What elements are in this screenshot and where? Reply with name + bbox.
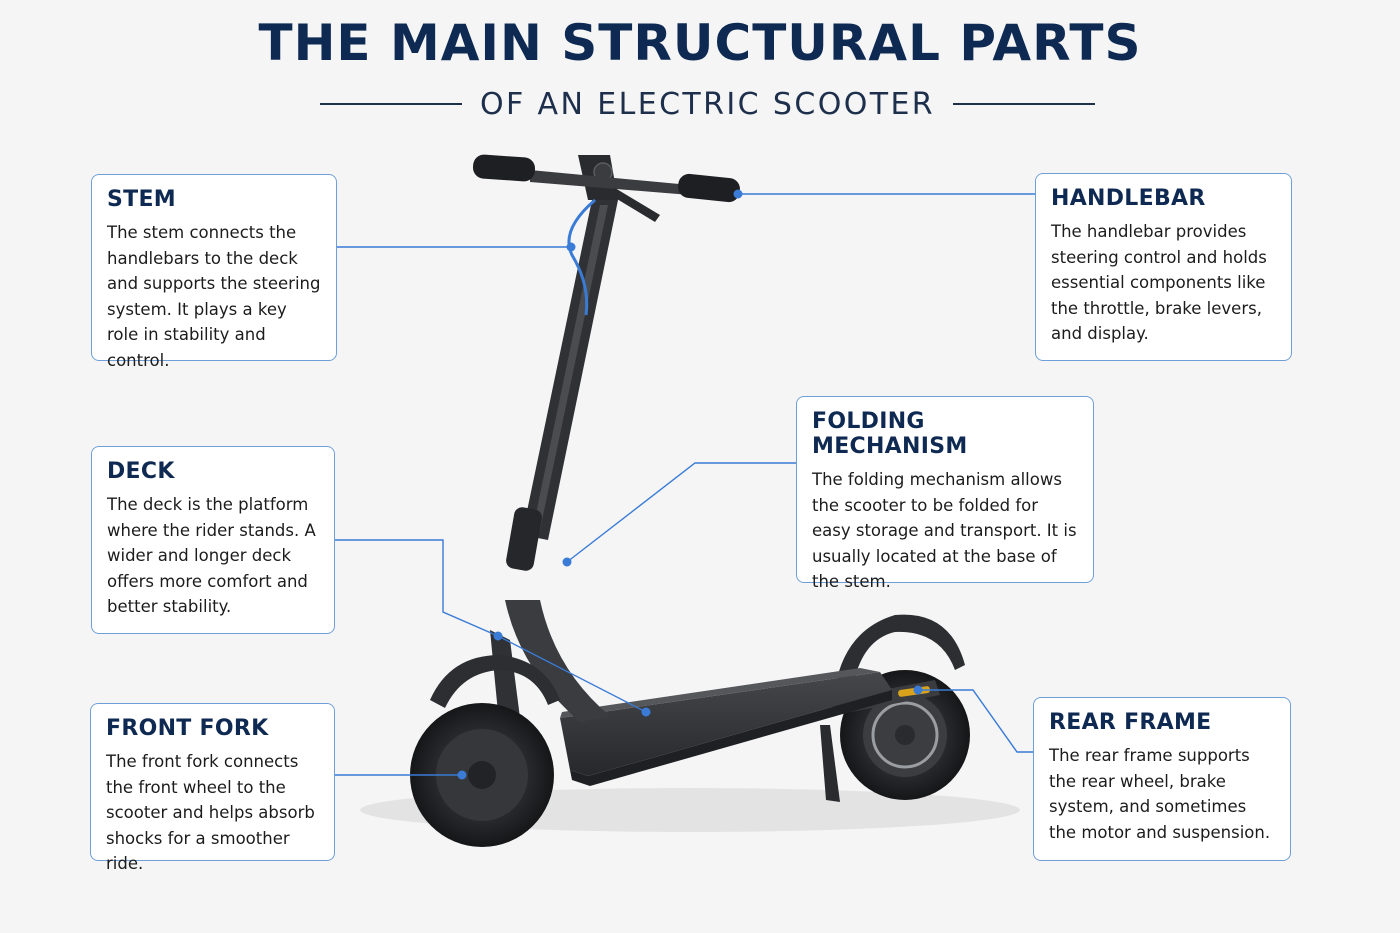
deck-card: DECK The deck is the platform where the … bbox=[91, 446, 335, 634]
left-grip bbox=[472, 154, 536, 182]
connector-lines bbox=[334, 193, 1035, 776]
subtitle-right-rule bbox=[953, 103, 1095, 105]
connector-dots bbox=[457, 189, 923, 780]
front-fork-dot bbox=[457, 770, 467, 780]
deck-connector bbox=[334, 539, 647, 713]
stem-card: STEM The stem connects the handlebars to… bbox=[91, 174, 337, 370]
front-fork-title: FRONT FORK bbox=[106, 716, 269, 741]
deck-description: The deck is the platform where the rider… bbox=[107, 495, 316, 616]
folding-connector bbox=[566, 462, 796, 563]
folding-mechanism-title: FOLDING MECHANISM bbox=[812, 409, 968, 459]
handlebar-description: The handlebar provides steering control … bbox=[1051, 222, 1267, 343]
stem-highlight bbox=[533, 205, 608, 530]
deck-shape bbox=[560, 668, 892, 786]
page-title: THE MAIN STRUCTURAL PARTS bbox=[258, 14, 1142, 72]
brake-lever bbox=[612, 188, 660, 222]
handlebar-bar bbox=[530, 170, 690, 195]
folding-clamp bbox=[506, 507, 542, 571]
folding-dot bbox=[562, 557, 572, 567]
deck-dot-stem bbox=[493, 631, 503, 641]
subtitle-left-rule bbox=[320, 103, 462, 105]
down-tube bbox=[505, 600, 610, 722]
folding-mechanism-card: FOLDING MECHANISM The folding mechanism … bbox=[796, 396, 1094, 591]
rear-frame-card: REAR FRAME The rear frame supports the r… bbox=[1033, 697, 1291, 861]
rear-frame-connector bbox=[918, 689, 1033, 753]
stem-title: STEM bbox=[107, 187, 176, 212]
rear-frame-dot bbox=[913, 685, 923, 695]
front-fork-card: FRONT FORK The front fork connects the f… bbox=[90, 703, 335, 873]
page-subtitle: OF AN ELECTRIC SCOOTER bbox=[479, 86, 936, 122]
stem-description: The stem connects the handlebars to the … bbox=[107, 223, 321, 370]
deck-dot bbox=[641, 707, 651, 717]
rear-frame-description: The rear frame supports the rear wheel, … bbox=[1049, 746, 1271, 842]
folding-mechanism-description: The folding mechanism allows the scooter… bbox=[812, 470, 1077, 591]
handlebar-card: HANDLEBAR The handlebar provides steerin… bbox=[1035, 173, 1292, 361]
kickstand bbox=[820, 725, 840, 802]
right-grip bbox=[678, 173, 740, 203]
handlebar-dot bbox=[733, 189, 743, 199]
front-fork-description: The front fork connects the front wheel … bbox=[106, 752, 315, 873]
front-fender bbox=[430, 655, 560, 708]
stem-dot bbox=[566, 242, 576, 252]
deck-title: DECK bbox=[107, 459, 175, 484]
brake-cable bbox=[567, 198, 596, 316]
subtitle-row: OF AN ELECTRIC SCOOTER bbox=[320, 84, 1095, 124]
front-wheel bbox=[410, 703, 554, 847]
rear-fender bbox=[835, 614, 965, 692]
rear-frame-title: REAR FRAME bbox=[1049, 710, 1212, 735]
handlebar-title: HANDLEBAR bbox=[1051, 186, 1206, 211]
